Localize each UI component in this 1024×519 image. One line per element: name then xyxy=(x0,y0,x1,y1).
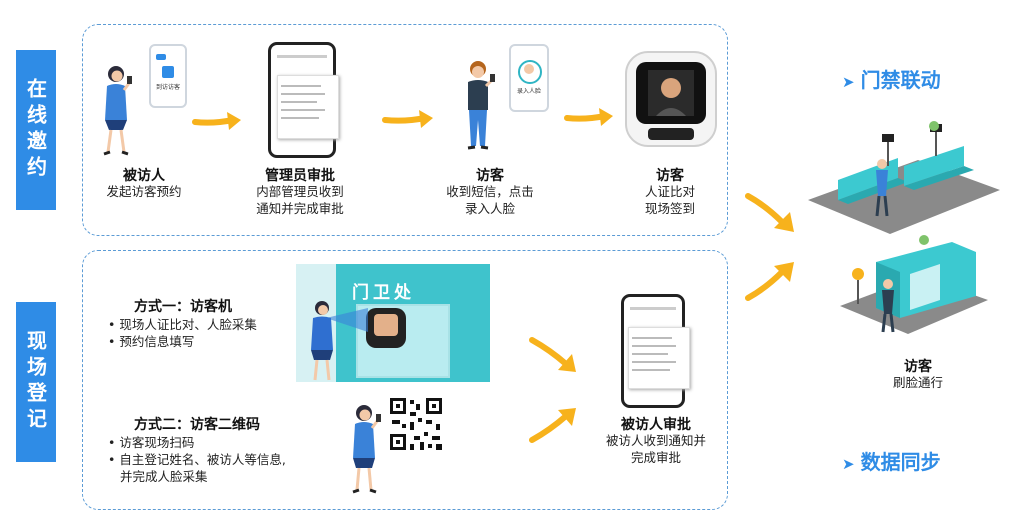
face-entry-phone: 录入人脸 xyxy=(509,44,549,112)
step1-desc: 发起访客预约 xyxy=(106,184,182,199)
face-recognition-terminal xyxy=(625,51,717,147)
step4-desc-line1: 人证比对 xyxy=(644,184,695,199)
host-approval-title: 被访人审批 xyxy=(621,417,691,433)
data-sync-link[interactable]: ➤数据同步 xyxy=(842,450,941,474)
step4-desc-line2: 现场签到 xyxy=(644,201,695,216)
arrow-diag-down-1 xyxy=(529,337,576,372)
host-approval-desc-line1: 被访人收到通知并 xyxy=(605,433,706,448)
section-label-onsite: 现场登记 xyxy=(16,302,56,462)
method2-bullet-1: • 访客现场扫码 xyxy=(108,435,195,450)
scan-beam xyxy=(326,308,368,332)
access-control-link[interactable]: ➤门禁联动 xyxy=(842,68,941,92)
qr-visitor-figure xyxy=(352,405,381,494)
chevron-right-icon: ➤ xyxy=(842,455,855,473)
arrow-diag-up-1 xyxy=(529,408,576,443)
step3-desc-line1: 收到短信，点击 xyxy=(446,184,534,199)
arrow-right-2 xyxy=(382,110,433,128)
method2-title: 方式二：访客二维码 xyxy=(134,417,260,433)
section-label-online: 在线邀约 xyxy=(16,50,56,210)
step1-title: 被访人 xyxy=(123,168,165,184)
chevron-right-icon: ➤ xyxy=(842,73,855,91)
face-entry-label: 录入人脸 xyxy=(516,88,541,95)
method1-title: 方式一：访客机 xyxy=(134,299,232,315)
visitor-pass-desc: 刷脸通行 xyxy=(892,375,943,390)
qr-code xyxy=(388,396,444,452)
turnstile-gates-scene xyxy=(808,121,1000,234)
step4-title: 访客 xyxy=(656,168,684,184)
door-access-scene xyxy=(840,235,988,334)
arrow-to-gates-up xyxy=(745,262,794,301)
step2-desc-line2: 通知并完成审批 xyxy=(256,201,344,216)
step2-desc-line1: 内部管理员收到 xyxy=(256,184,344,199)
booth-visitor-figure xyxy=(311,301,333,381)
method1-bullet-1: • 现场人证比对、人脸采集 xyxy=(108,317,257,332)
online-invite-panel xyxy=(82,24,728,236)
host-approval-phone xyxy=(621,294,690,408)
step2-title: 管理员审批 xyxy=(265,168,335,184)
invite-phone: 到访访客 xyxy=(149,44,187,108)
invite-app-label: 到访访客 xyxy=(155,84,180,91)
method2-bullet-2: • 自主登记姓名、被访人等信息, xyxy=(108,452,286,467)
arrow-right-3 xyxy=(564,108,613,126)
step3-desc-line2: 录入人脸 xyxy=(464,201,515,216)
method1-bullet-2: • 预约信息填写 xyxy=(108,334,195,349)
host-approval-desc-line2: 完成审批 xyxy=(630,450,681,465)
visitor-man-figure xyxy=(467,61,495,150)
guard-booth-illustration: 门卫处 xyxy=(296,264,490,382)
arrow-to-gates-down xyxy=(745,193,794,232)
step3-title: 访客 xyxy=(476,168,504,184)
host-woman-figure xyxy=(103,66,132,156)
visitor-pass-title: 访客 xyxy=(904,359,932,375)
method2-bullet-3: 并完成人脸采集 xyxy=(120,469,208,484)
booth-sign: 门卫处 xyxy=(352,283,415,303)
onsite-register-panel xyxy=(82,250,728,510)
admin-approval-phone xyxy=(268,42,339,158)
arrow-right-1 xyxy=(192,112,241,130)
